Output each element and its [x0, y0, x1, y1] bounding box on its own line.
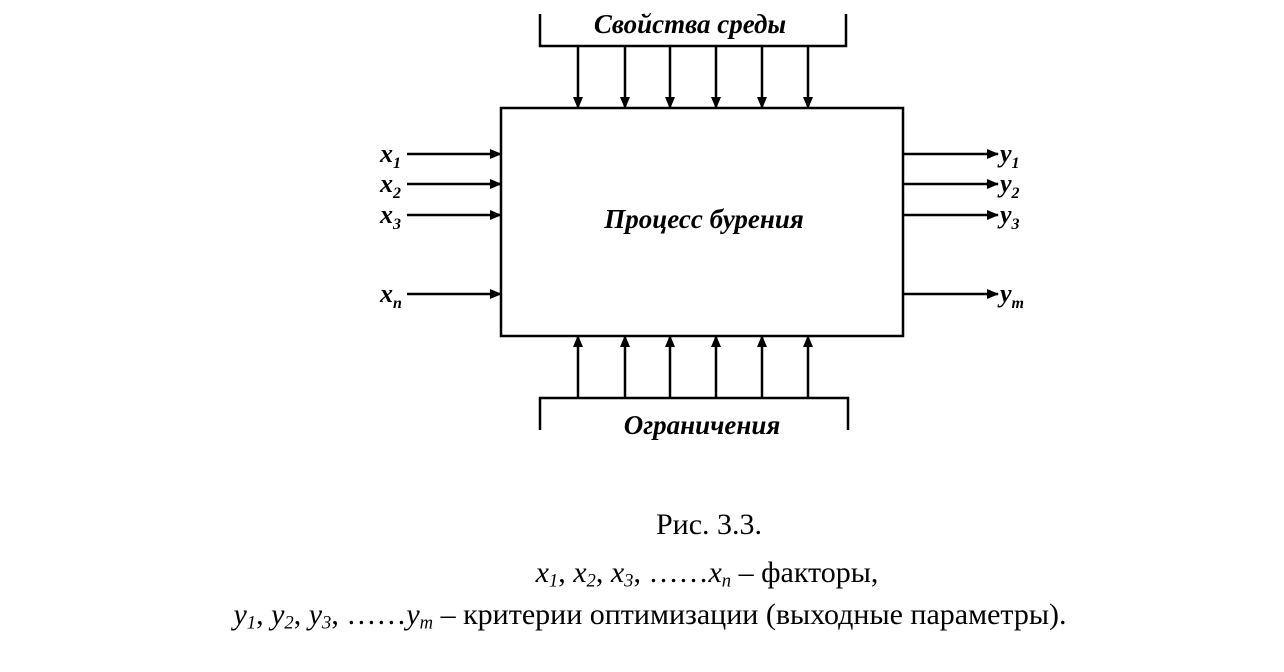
criterion-var-last: ym: [406, 598, 434, 634]
factor-var: x2: [573, 556, 596, 592]
criterion-var: y1: [233, 598, 257, 634]
input-label-xn: xn: [379, 279, 402, 312]
output-label-y3: y3: [997, 200, 1020, 233]
criteria-text: – критерии оптимизации (выходные парамет…: [440, 598, 1067, 631]
output-label-y1: y1: [997, 139, 1020, 172]
factors-text: – факторы,: [738, 556, 879, 589]
caption-criteria-line: y1, y2, y3, ……ym – критерии оптимизации …: [233, 598, 1067, 634]
factor-var: x3: [610, 556, 634, 592]
top-label: Свойства среды: [594, 9, 786, 39]
bottom-bracket: [538, 396, 850, 430]
input-label-x1: x1: [379, 139, 401, 172]
figure-caption-title: Рис. 3.3.: [0, 508, 1284, 542]
factor-dots: ……: [648, 556, 709, 589]
top-bracket: [538, 14, 848, 48]
criterion-dots: ……: [346, 598, 407, 631]
input-arrows: [407, 149, 502, 299]
criterion-var: y2: [271, 598, 294, 634]
process-box: [499, 106, 905, 338]
output-arrows: [903, 149, 999, 299]
figure-number: Рис. 3.3.: [655, 508, 763, 541]
process-label: Процесс бурения: [603, 204, 804, 234]
factor-var-last: xn: [708, 556, 732, 592]
output-label-ym: ym: [997, 279, 1024, 312]
top-arrows: [573, 46, 813, 109]
input-label-x3: x3: [379, 200, 401, 233]
input-label-x2: x2: [379, 169, 401, 202]
caption-factors-line: x1, x2, x3, ……xn – факторы,: [535, 556, 879, 592]
criterion-var: y3: [308, 598, 332, 634]
factor-var: x1: [535, 556, 559, 592]
bottom-arrows: [573, 335, 813, 398]
output-label-y2: y2: [997, 169, 1020, 202]
bottom-label: Ограничения: [624, 410, 781, 440]
